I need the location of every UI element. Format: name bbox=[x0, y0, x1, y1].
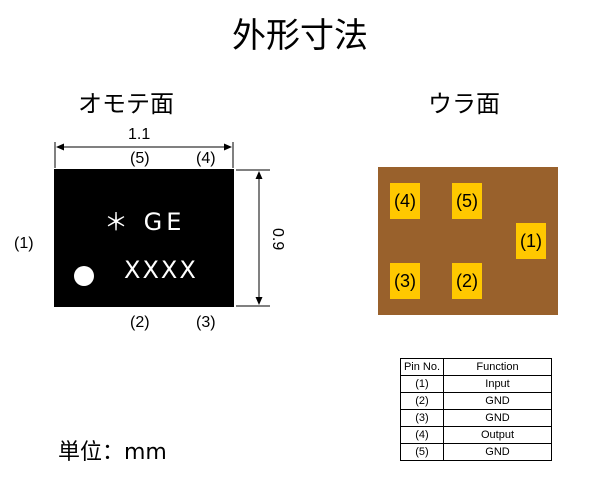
table-header-row: Pin No. Function bbox=[400, 358, 552, 376]
header-function: Function bbox=[443, 358, 552, 376]
front-side-label: オモテ面 bbox=[78, 90, 174, 118]
unit-label: 単位：mm bbox=[58, 440, 167, 465]
pin-cell: (4) bbox=[400, 426, 444, 444]
back-pad-4: (4) bbox=[390, 183, 420, 219]
front-pin-5-label: (5) bbox=[130, 150, 150, 167]
header-pin-no: Pin No. bbox=[400, 358, 444, 376]
front-pin-4-label: (4) bbox=[196, 150, 216, 167]
package-front-body bbox=[54, 169, 234, 307]
page-title: 外形寸法 bbox=[232, 16, 368, 56]
back-pad-1: (1) bbox=[516, 223, 546, 259]
function-cell: GND bbox=[443, 409, 552, 427]
back-pad-3: (3) bbox=[390, 263, 420, 299]
function-cell: Input bbox=[443, 375, 552, 393]
pin1-marker-dot bbox=[74, 266, 94, 286]
pin-cell: (3) bbox=[400, 409, 444, 427]
front-pin-3-label: (3) bbox=[196, 314, 216, 331]
pin-cell: (5) bbox=[400, 443, 444, 461]
marking-line-1: ＊ GE bbox=[104, 208, 186, 236]
back-pad-5: (5) bbox=[452, 183, 482, 219]
pin-cell: (1) bbox=[400, 375, 444, 393]
front-pin-2-label: (2) bbox=[130, 314, 150, 331]
table-row: (4) Output bbox=[400, 426, 552, 444]
table-row: (3) GND bbox=[400, 409, 552, 427]
front-pin-1-label: (1) bbox=[14, 235, 34, 252]
function-cell: GND bbox=[443, 443, 552, 461]
function-cell: Output bbox=[443, 426, 552, 444]
table-row: (1) Input bbox=[400, 375, 552, 393]
marking-line-2: XXXX bbox=[124, 256, 198, 284]
pin-function-table: Pin No. Function (1) Input (2) GND (3) G… bbox=[400, 358, 552, 461]
table-row: (2) GND bbox=[400, 392, 552, 410]
height-dimension: 0.9 bbox=[269, 228, 286, 251]
width-dimension: 1.1 bbox=[128, 126, 151, 143]
back-pad-2: (2) bbox=[452, 263, 482, 299]
table-row: (5) GND bbox=[400, 443, 552, 461]
pin-cell: (2) bbox=[400, 392, 444, 410]
function-cell: GND bbox=[443, 392, 552, 410]
back-side-label: ウラ面 bbox=[428, 90, 500, 118]
